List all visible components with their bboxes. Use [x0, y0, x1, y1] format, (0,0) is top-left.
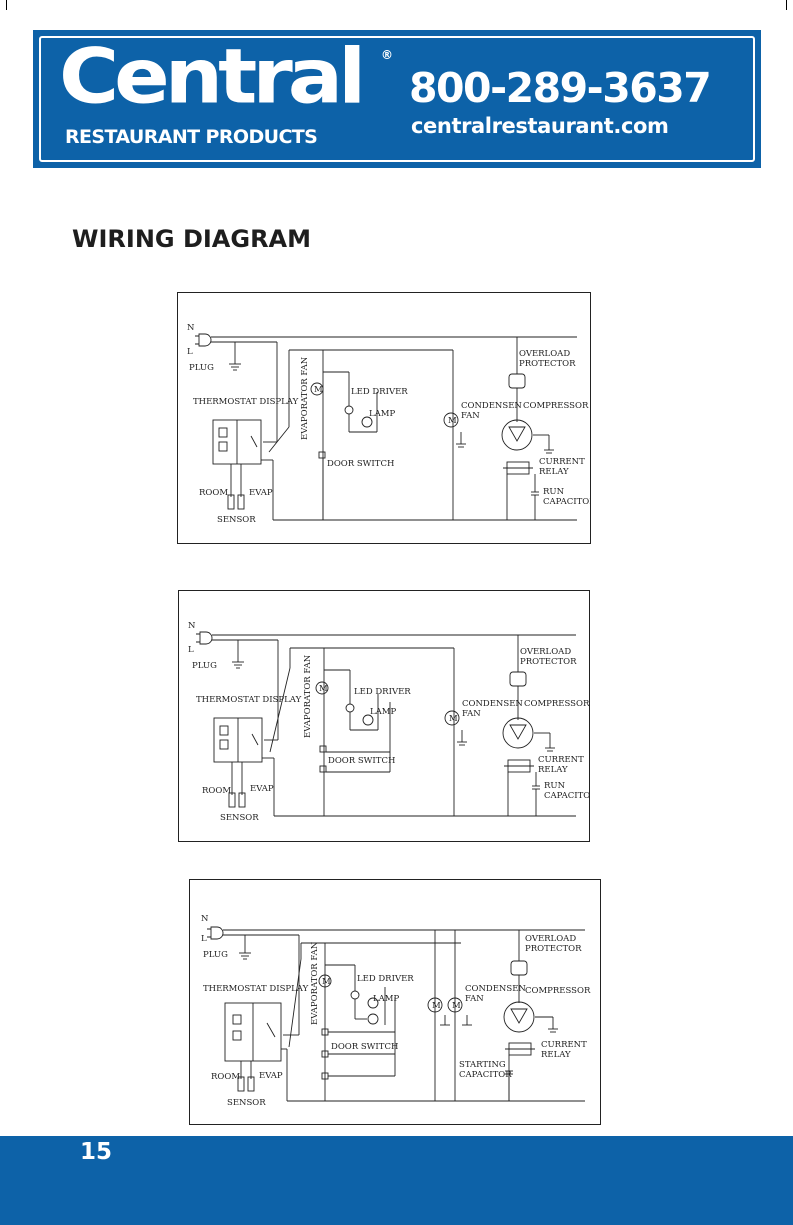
- label-protector: PROTECTOR: [519, 359, 576, 369]
- motor-symbol-evap: M: [319, 684, 328, 694]
- motor-symbol-cond-2: M: [452, 1001, 461, 1011]
- label-room: ROOM: [211, 1072, 240, 1082]
- label-door-switch: DOOR SWITCH: [327, 459, 394, 469]
- label-fan: FAN: [462, 709, 481, 719]
- label-led-driver: LED DRIVER: [354, 687, 411, 697]
- label-compressor: COMPRESSOR: [524, 699, 590, 709]
- label-condensen: CONDENSEN: [465, 984, 526, 994]
- label-lamp: LAMP: [369, 409, 395, 419]
- label-current: CURRENT: [541, 1040, 587, 1050]
- label-current: CURRENT: [538, 755, 584, 765]
- motor-symbol-cond: M: [448, 416, 457, 426]
- label-starting: STARTING: [459, 1060, 506, 1070]
- motor-symbol-cond: M: [449, 714, 458, 724]
- label-l: L: [188, 645, 194, 655]
- label-led-driver: LED DRIVER: [351, 387, 408, 397]
- label-evap: EVAP: [259, 1071, 283, 1081]
- motor-symbol-evap: M: [322, 977, 331, 987]
- label-compressor: COMPRESSOR: [523, 401, 589, 411]
- label-fan: FAN: [461, 411, 480, 421]
- label-led-driver: LED DRIVER: [357, 974, 414, 984]
- label-evaporator-fan: EVAPORATOR FAN: [303, 654, 313, 738]
- label-sensor: SENSOR: [217, 515, 256, 525]
- label-n: N: [188, 621, 196, 631]
- header-banner: Central ® RESTAURANT PRODUCTS 800-289-36…: [33, 30, 761, 168]
- label-lamp: LAMP: [373, 994, 399, 1004]
- label-evaporator-fan: EVAPORATOR FAN: [310, 941, 320, 1025]
- phone-number: 800-289-3637: [409, 64, 712, 112]
- label-plug: PLUG: [203, 950, 228, 960]
- label-room: ROOM: [199, 488, 228, 498]
- label-current: CURRENT: [539, 457, 585, 467]
- page-number: 15: [80, 1139, 113, 1165]
- label-relay: RELAY: [539, 467, 569, 477]
- label-protector: PROTECTOR: [525, 944, 582, 954]
- brand-logo-subtitle: RESTAURANT PRODUCTS: [65, 126, 318, 148]
- wiring-diagram-3: N L PLUG THERMOSTAT DISPLAY ROOM EVAP SE…: [189, 879, 601, 1125]
- label-compressor: COMPRESSOR: [525, 986, 591, 996]
- crop-mark-top-right: [786, 0, 787, 10]
- label-plug: PLUG: [192, 661, 217, 671]
- brand-logo-wordmark: Central: [59, 33, 366, 121]
- label-fan: FAN: [465, 994, 484, 1004]
- label-protector: PROTECTOR: [520, 657, 577, 667]
- section-title: WIRING DIAGRAM: [72, 225, 312, 253]
- motor-symbol-cond-1: M: [432, 1001, 441, 1011]
- label-thermostat-display: THERMOSTAT DISPLAY: [203, 984, 309, 994]
- label-run: RUN: [543, 487, 565, 497]
- label-capacitor: CAPACITOR: [543, 497, 591, 507]
- label-sensor: SENSOR: [220, 813, 259, 823]
- label-condensen: CONDENSEN: [461, 401, 522, 411]
- label-room: ROOM: [202, 786, 231, 796]
- registered-mark: ®: [381, 48, 393, 62]
- motor-symbol-evap: M: [314, 385, 323, 395]
- banner-border: Central ® RESTAURANT PRODUCTS 800-289-36…: [39, 36, 755, 162]
- label-n: N: [201, 914, 209, 924]
- label-run: RUN: [544, 781, 566, 791]
- wiring-diagram-2: N L PLUG THERMOSTAT DISPLAY ROOM EVAP SE…: [178, 590, 590, 842]
- label-evap: EVAP: [249, 488, 273, 498]
- label-evap: EVAP: [250, 784, 274, 794]
- label-plug: PLUG: [189, 363, 214, 373]
- label-overload: OVERLOAD: [520, 647, 571, 657]
- label-starting-capacitor: CAPACITOR: [459, 1070, 512, 1080]
- label-thermostat-display: THERMOSTAT DISPLAY: [193, 397, 299, 407]
- label-overload: OVERLOAD: [525, 934, 576, 944]
- crop-mark-top-left: [6, 0, 7, 10]
- footer-bar: [0, 1136, 793, 1225]
- label-condensen: CONDENSEN: [462, 699, 523, 709]
- label-door-switch: DOOR SWITCH: [328, 756, 395, 766]
- label-relay: RELAY: [541, 1050, 571, 1060]
- label-overload: OVERLOAD: [519, 349, 570, 359]
- label-sensor: SENSOR: [227, 1098, 266, 1108]
- label-n: N: [187, 323, 195, 333]
- label-capacitor: CAPACITOR: [544, 791, 590, 801]
- label-thermostat-display: THERMOSTAT DISPLAY: [196, 695, 302, 705]
- wiring-diagram-1: N L PLUG THERMOSTAT DISPLAY ROOM EVAP SE…: [177, 292, 591, 544]
- label-relay: RELAY: [538, 765, 568, 775]
- label-door-switch: DOOR SWITCH: [331, 1042, 398, 1052]
- label-lamp: LAMP: [370, 707, 396, 717]
- label-evaporator-fan: EVAPORATOR FAN: [300, 356, 310, 440]
- label-l: L: [201, 934, 207, 944]
- label-l: L: [187, 347, 193, 357]
- website-address: centralrestaurant.com: [411, 114, 669, 138]
